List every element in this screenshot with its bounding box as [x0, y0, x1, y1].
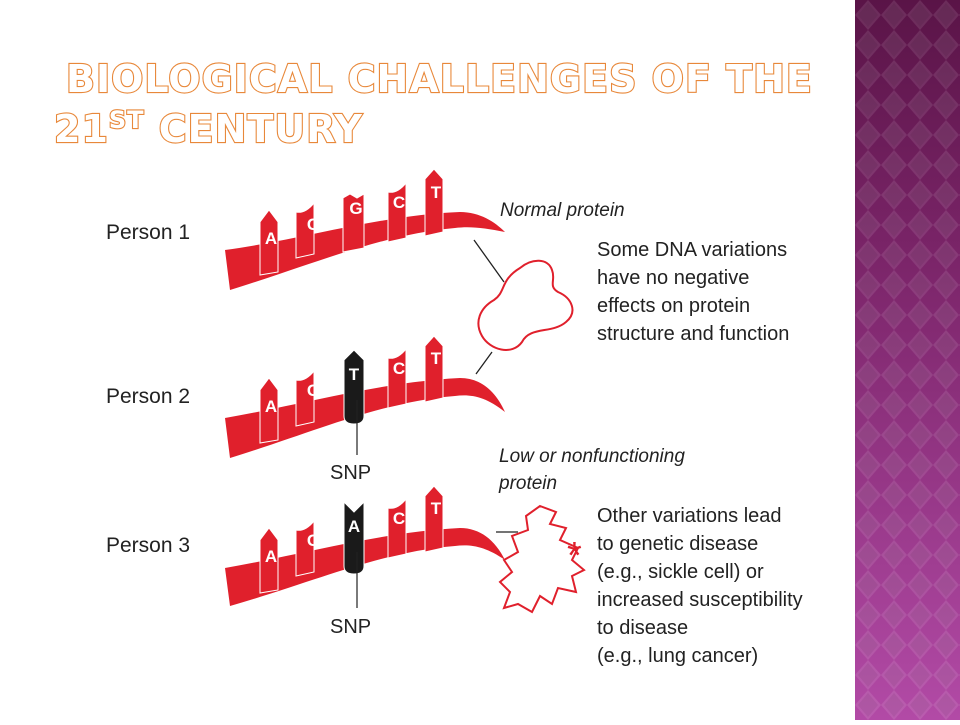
dna-strand: [225, 212, 505, 290]
normal-protein-shape: [477, 259, 574, 351]
normal-desc-line: have no negative: [597, 267, 749, 289]
person-2-row: Person 2 A C T C T SNP: [106, 335, 505, 484]
abnormal-desc-line: (e.g., sickle cell) or: [597, 561, 764, 583]
snp-diagram: Person 1 A C G C T Person 2 A: [106, 168, 803, 667]
diamond-pattern: [855, 0, 960, 720]
abnormal-desc-line: Other variations lead: [597, 505, 782, 527]
base-letter: T: [431, 183, 442, 202]
connector-line: [473, 239, 505, 283]
base-letter: T: [431, 499, 442, 518]
person-3-label: Person 3: [106, 534, 190, 557]
slide-canvas: BIOLOGICAL CHALLENGES OF THE 21ST CENTUR…: [52, 55, 813, 667]
base-pillar-c: [387, 497, 407, 559]
abnormal-desc-line: (e.g., lung cancer): [597, 645, 758, 667]
base-letter: A: [265, 229, 277, 248]
base-pillar-c: [295, 519, 315, 577]
abnormal-caption-line: protein: [498, 473, 557, 494]
base-pillar-a: [259, 209, 279, 276]
abnormal-caption-line: Low or nonfunctioning: [499, 446, 685, 467]
base-letter: C: [307, 381, 319, 400]
snp-pillar-t: [343, 349, 365, 425]
snp-label: SNP: [330, 462, 371, 484]
title-line-1: BIOLOGICAL CHALLENGES OF THE: [66, 57, 813, 101]
person-2-label: Person 2: [106, 385, 190, 408]
person-1-row: Person 1 A C G C T: [106, 168, 505, 290]
base-pillar-c: [295, 201, 315, 259]
base-pillar-c: [387, 181, 407, 243]
base-letter: C: [393, 193, 405, 212]
base-pillar-g: [342, 193, 365, 253]
title-line-2-sup: ST: [109, 106, 145, 134]
base-letter: A: [265, 397, 277, 416]
title-line-2-prefix: 21: [54, 107, 109, 151]
base-pillar-t: [424, 485, 444, 553]
abnormal-desc-line: to disease: [597, 617, 688, 639]
normal-protein-group: Normal protein Some DNA variations have …: [473, 200, 789, 375]
person-1-label: Person 1: [106, 221, 190, 244]
snp-pillar-a: [343, 500, 365, 575]
connector-line: [475, 351, 493, 375]
person-3-row: Person 3 A C A C T SNP: [106, 485, 505, 638]
base-pillar-a: [259, 527, 279, 594]
base-pillar-t: [424, 168, 444, 237]
base-letter: C: [393, 509, 405, 528]
mutation-asterisk-icon: *: [567, 535, 582, 577]
normal-desc-line: Some DNA variations: [597, 239, 787, 261]
abnormal-desc-line: to genetic disease: [597, 533, 758, 555]
normal-desc-line: structure and function: [597, 323, 789, 345]
base-letter: C: [393, 359, 405, 378]
snp-base-letter: T: [349, 365, 360, 384]
snp-base-letter: A: [348, 517, 360, 536]
base-pillar-a: [259, 377, 279, 444]
slide-title: BIOLOGICAL CHALLENGES OF THE 21ST CENTUR…: [53, 56, 813, 152]
snp-label: SNP: [330, 616, 371, 638]
base-letter: T: [431, 349, 442, 368]
base-pillar-t: [424, 335, 444, 403]
normal-desc-line: effects on protein: [597, 295, 750, 317]
title-line-2-suffix: CENTURY: [145, 107, 363, 151]
base-letter: C: [307, 215, 319, 234]
title-line-2: 21ST CENTURY: [54, 106, 363, 151]
abnormal-desc-line: increased susceptibility: [597, 589, 803, 611]
base-letter: A: [265, 547, 277, 566]
abnormal-protein-group: Low or nonfunctioning protein * Other va…: [496, 446, 803, 667]
normal-protein-caption: Normal protein: [500, 200, 625, 221]
base-pillars: [259, 168, 444, 276]
base-pillar-c: [295, 369, 315, 427]
decorative-side-panel: [855, 0, 960, 720]
base-pillar-c: [387, 347, 407, 409]
abnormal-protein-shape: [498, 504, 586, 614]
base-letter: G: [349, 199, 362, 218]
base-letter: C: [307, 531, 319, 550]
